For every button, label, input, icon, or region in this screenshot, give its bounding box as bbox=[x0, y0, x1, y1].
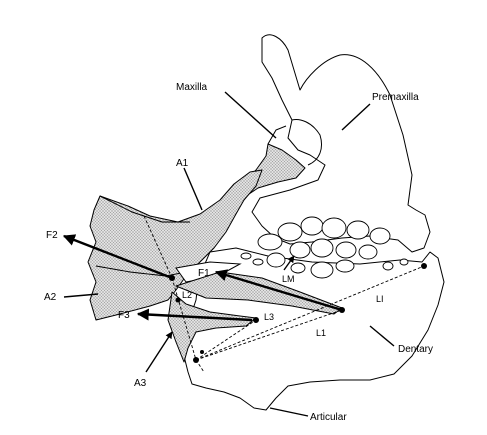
label-maxilla: Maxilla bbox=[176, 82, 208, 93]
tooth bbox=[321, 217, 347, 239]
leader-dentary bbox=[369, 325, 395, 347]
teeth-cluster bbox=[240, 216, 409, 279]
leader-a3 bbox=[145, 331, 173, 373]
dash-l2-to-joint bbox=[171, 277, 197, 361]
tooth bbox=[252, 258, 264, 266]
label-li: LI bbox=[376, 294, 384, 304]
leader-maxilla bbox=[224, 91, 277, 139]
label-l3: L3 bbox=[264, 312, 274, 322]
point-l2 bbox=[169, 275, 175, 281]
tooth bbox=[335, 259, 355, 273]
label-premaxilla: Premaxilla bbox=[372, 92, 419, 103]
tooth bbox=[369, 227, 391, 245]
point-li bbox=[339, 307, 345, 313]
label-f2: F2 bbox=[46, 230, 58, 241]
label-f1: F1 bbox=[198, 268, 210, 279]
dash-a1-line bbox=[143, 215, 173, 279]
label-a1: A1 bbox=[176, 158, 189, 169]
force-arrow-f3 bbox=[136, 308, 253, 322]
tooth bbox=[310, 238, 334, 258]
tooth bbox=[346, 220, 370, 240]
force-arrow-f2 bbox=[62, 234, 173, 280]
tooth bbox=[335, 241, 357, 259]
tooth bbox=[257, 233, 283, 251]
tooth bbox=[399, 258, 409, 266]
dash-joint-to-tip bbox=[195, 265, 425, 361]
label-a3: A3 bbox=[134, 378, 147, 389]
tooth bbox=[266, 252, 286, 268]
label-l1: L1 bbox=[316, 328, 326, 338]
tooth bbox=[289, 241, 311, 259]
tooth bbox=[290, 262, 306, 274]
leader-a2 bbox=[63, 293, 99, 298]
dash-joint-to-li bbox=[195, 309, 343, 361]
point-l3 bbox=[253, 317, 259, 323]
tooth bbox=[277, 222, 303, 242]
force-arrow-f1 bbox=[214, 269, 343, 312]
tendon-strip bbox=[175, 261, 242, 283]
tooth bbox=[358, 244, 378, 260]
label-lm: LM bbox=[282, 274, 295, 284]
leader-premaxilla bbox=[341, 103, 371, 131]
tooth bbox=[240, 252, 252, 260]
premaxilla-notch bbox=[291, 119, 322, 166]
tooth bbox=[300, 216, 324, 236]
leader-articular bbox=[269, 407, 309, 417]
tooth bbox=[310, 261, 334, 279]
muscle-a2-inner-edge bbox=[95, 265, 187, 277]
premaxilla-bone bbox=[251, 34, 431, 253]
point-a3-origin bbox=[175, 297, 181, 303]
lm-arrow bbox=[283, 255, 295, 271]
point-joint-upper bbox=[200, 350, 204, 354]
muscle-a1-a2 bbox=[87, 169, 263, 321]
muscle-a1-edge bbox=[99, 195, 190, 223]
label-dentary: Dentary bbox=[398, 344, 433, 355]
label-f3: F3 bbox=[118, 310, 130, 321]
point-jaw-tip bbox=[421, 263, 427, 269]
maxilla-edge bbox=[267, 125, 287, 145]
label-l2: L2 bbox=[182, 290, 192, 300]
label-a2: A2 bbox=[44, 292, 57, 303]
leader-a1 bbox=[183, 167, 203, 211]
muscle-a3 bbox=[167, 291, 257, 363]
label-articular: Articular bbox=[310, 412, 347, 423]
point-jaw-joint bbox=[193, 357, 199, 363]
dash-joint-to-l3 bbox=[195, 319, 257, 361]
tooth bbox=[382, 261, 394, 271]
